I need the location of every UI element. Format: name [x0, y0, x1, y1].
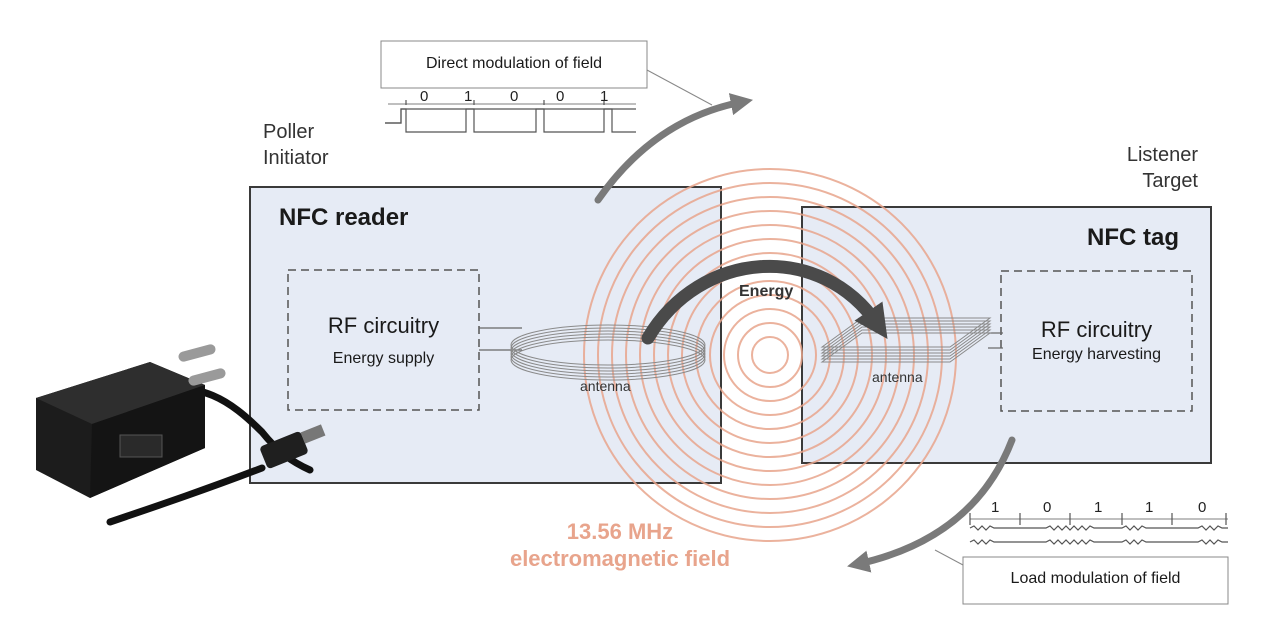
field-frequency-label: 13.56 MHz electromagnetic field	[470, 518, 770, 572]
direct-modulation-waveform-icon	[385, 100, 636, 133]
direct-modulation-callout	[380, 40, 648, 89]
load-bit: 1	[1094, 499, 1103, 516]
load-modulation-waveform-icon	[969, 513, 1228, 545]
energy-label: Energy	[739, 283, 794, 300]
load-bit: 0	[1198, 499, 1207, 516]
reader-antenna-icon	[479, 324, 706, 381]
field-ring	[667, 252, 873, 458]
coil-turn	[510, 336, 706, 378]
bottom-field-arrow-icon	[847, 436, 1016, 573]
field-ring	[695, 280, 845, 430]
direct-bit: 1	[600, 88, 609, 105]
poller-label: Poller Initiator	[263, 119, 329, 171]
coil-turn	[510, 333, 706, 375]
field-ring	[639, 224, 901, 486]
direct-bit: 0	[510, 88, 519, 105]
callout-leader	[646, 69, 713, 106]
listener-label: Listener Target	[1127, 142, 1198, 194]
coil-turn	[820, 326, 992, 357]
tag-circuitry-title: RF circuitry	[1040, 317, 1153, 342]
load-bit: 0	[1043, 499, 1052, 516]
field-ring	[723, 308, 817, 402]
direct-bit: 1	[464, 88, 473, 105]
poller-label-line1: Poller	[263, 121, 315, 143]
load-modulation-label: Load modulation of field	[1010, 570, 1181, 587]
field-ring	[737, 322, 803, 388]
energy-arrow-icon	[641, 259, 888, 345]
poller-label-line2: Initiator	[263, 147, 329, 169]
callout-leader-bottom	[934, 549, 964, 566]
coil-turn	[510, 330, 706, 372]
reader-circuitry-subtitle: Energy supply	[332, 350, 435, 367]
nfc-tag-title: NFC tag	[1087, 224, 1179, 251]
coil-turn	[820, 329, 992, 360]
reader-circuitry-title: RF circuitry	[327, 313, 440, 338]
power-charger-icon	[36, 344, 326, 526]
field-frequency-line1: 13.56 MHz	[566, 519, 674, 544]
coil-turn	[510, 324, 706, 366]
field-ring	[597, 182, 943, 528]
tag-antenna-icon	[820, 317, 1003, 363]
tag-rf-circuitry-box	[1000, 270, 1193, 412]
field-ring	[709, 294, 831, 416]
field-ring	[625, 210, 915, 500]
reader-antenna-label: antenna	[580, 378, 631, 394]
coil-turn	[820, 320, 992, 351]
coil-turn	[820, 332, 992, 363]
field-frequency-line2: electromagnetic field	[509, 546, 731, 571]
field-ring	[751, 336, 789, 374]
field-ring	[611, 196, 929, 514]
field-ring	[653, 238, 887, 472]
direct-bit: 0	[420, 88, 429, 105]
electromagnetic-field-rings	[583, 168, 957, 542]
coil-turn	[820, 323, 992, 354]
top-field-arrow-icon	[594, 93, 753, 204]
load-bit: 1	[991, 499, 1000, 516]
reader-rf-circuitry-box	[287, 269, 480, 411]
tag-antenna-label: antenna	[872, 369, 923, 385]
coil-turn	[820, 317, 992, 348]
listener-label-line1: Listener	[1126, 144, 1198, 166]
coil-turn	[510, 339, 706, 381]
coil-turn	[510, 327, 706, 369]
direct-bit: 0	[556, 88, 565, 105]
listener-label-line2: Target	[1142, 170, 1198, 192]
load-modulation-callout	[962, 556, 1229, 605]
tag-circuitry-subtitle: Energy harvesting	[1032, 346, 1161, 363]
nfc-reader-title: NFC reader	[279, 204, 409, 231]
direct-modulation-label: Direct modulation of field	[425, 55, 603, 72]
load-bit: 1	[1145, 499, 1154, 516]
